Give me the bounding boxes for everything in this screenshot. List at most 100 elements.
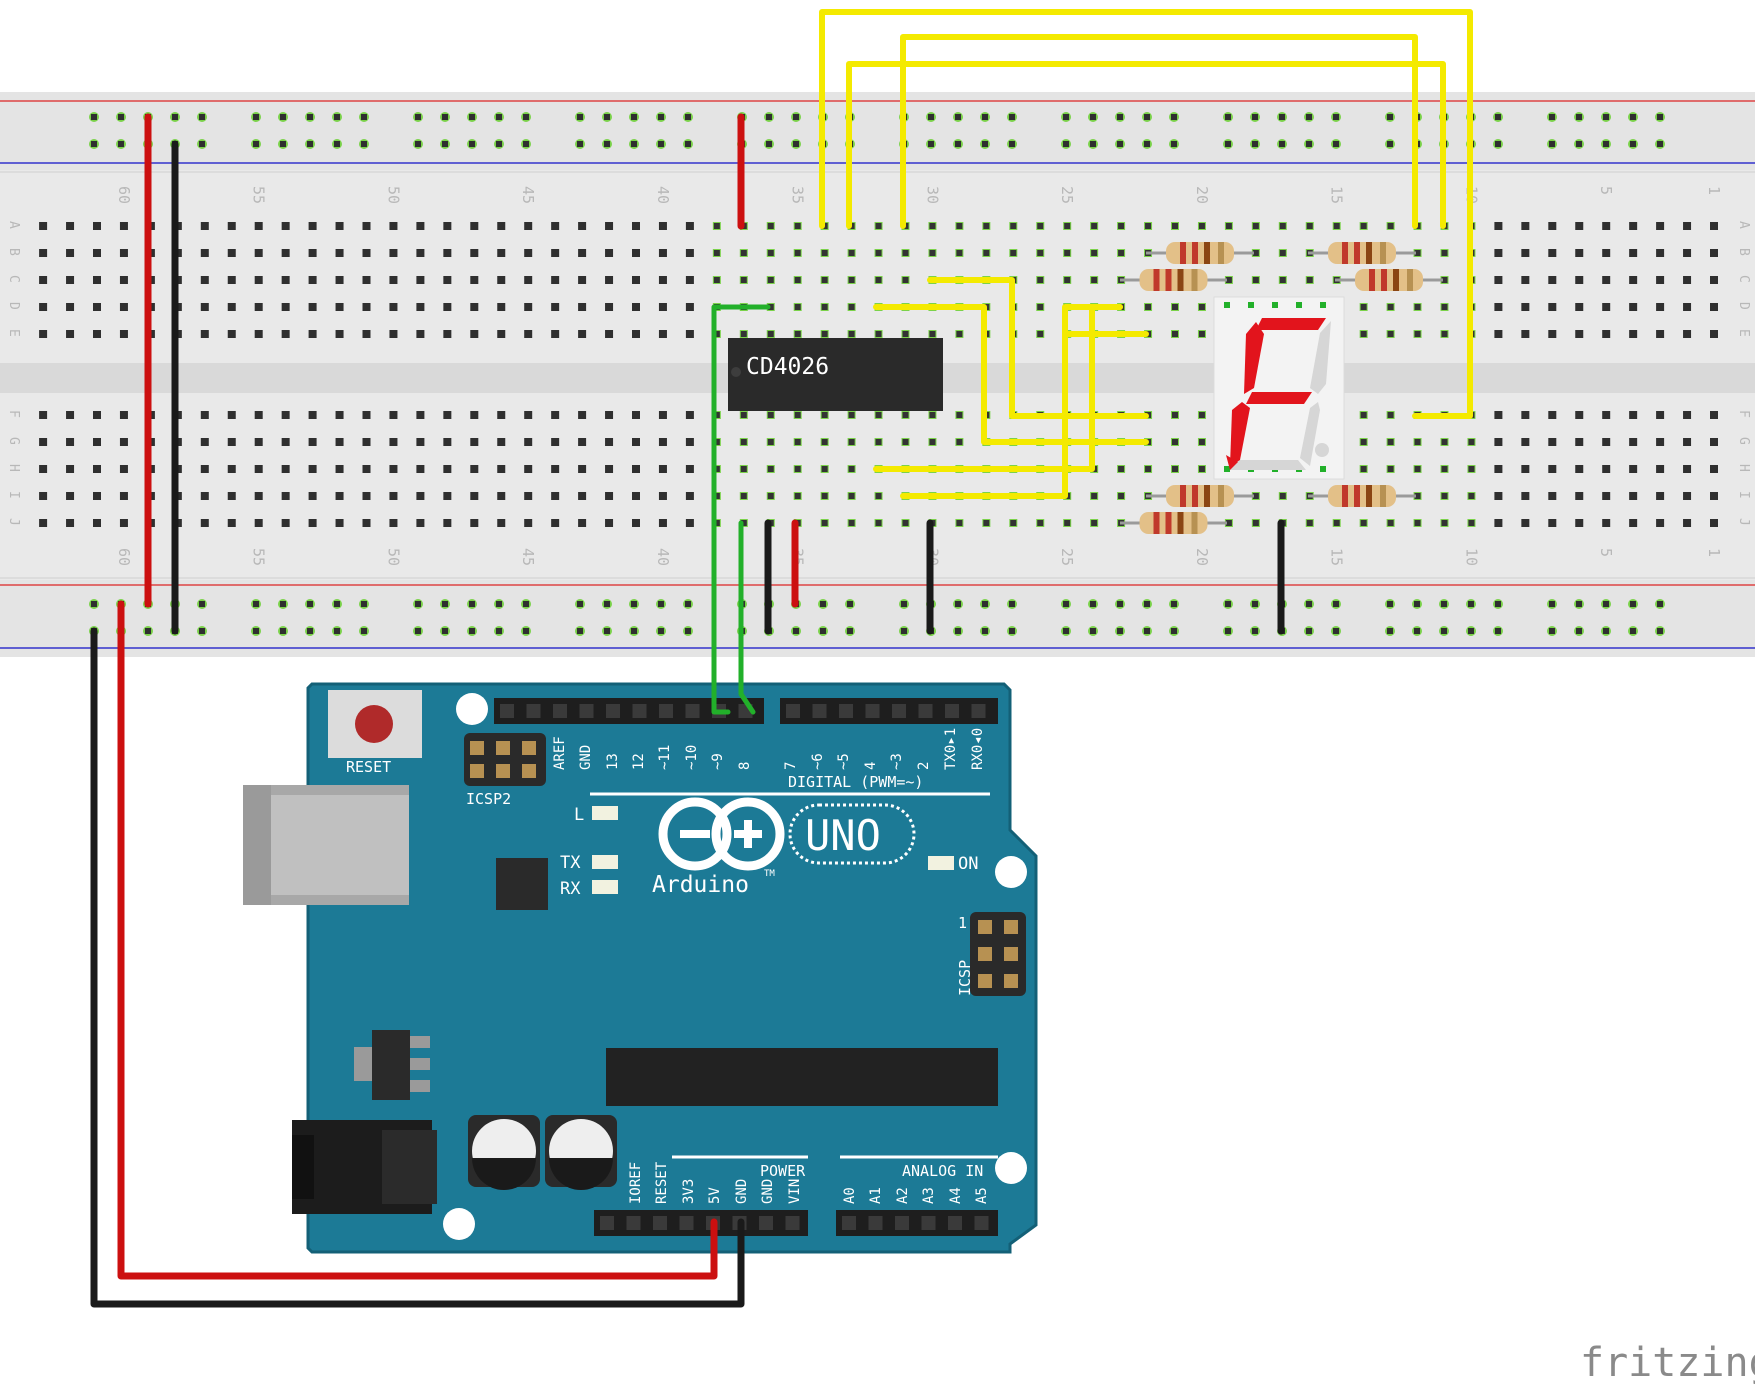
breadboard-hole-core: [1172, 439, 1178, 445]
resistor[interactable]: [1328, 485, 1396, 507]
wire-yellow[interactable]: [900, 304, 1123, 499]
breadboard-hole: [1494, 492, 1503, 500]
resistor-band: [1153, 512, 1160, 534]
breadboard-hole: [227, 222, 236, 230]
breadboard-hole: [551, 438, 560, 446]
breadboard-hole: [1575, 222, 1584, 230]
breadboard-hole-core: [983, 223, 990, 229]
wire-green[interactable]: [738, 520, 756, 715]
breadboard-hole: [497, 519, 506, 527]
breadboard-hole: [1710, 330, 1718, 338]
digital-pin-label: 7: [783, 762, 799, 770]
breadboard-hole-core: [1172, 304, 1178, 310]
resistor[interactable]: [1355, 269, 1423, 291]
breadboard-hole: [119, 330, 128, 338]
led-l-label: L: [574, 805, 584, 825]
power-label: POWER: [760, 1162, 806, 1180]
rail-hole-core: [307, 114, 313, 120]
wire-black-gnd[interactable]: [90, 627, 745, 1308]
resistor-band: [1204, 485, 1210, 507]
breadboard-hole: [39, 249, 48, 257]
rail-hole-core: [1495, 114, 1501, 120]
rail-hole-core: [199, 141, 205, 147]
rail-hole-core: [1387, 601, 1393, 607]
rail-hole-core: [1495, 628, 1501, 634]
rail-hole-core: [307, 628, 313, 634]
breadboard-hole-core: [1037, 304, 1044, 310]
resistor[interactable]: [1166, 485, 1234, 507]
rail-hole-core: [496, 628, 502, 634]
breadboard-hole: [685, 222, 694, 230]
led-on-label: ON: [958, 854, 978, 874]
column-label: 5: [1597, 186, 1615, 195]
breadboard-hole-core: [1441, 466, 1448, 472]
wire-yellow[interactable]: [927, 277, 1149, 419]
breadboard-hole: [416, 276, 425, 284]
breadboard-hole: [551, 249, 560, 257]
breadboard-hole: [227, 465, 236, 473]
rail-hole-core: [1603, 141, 1609, 147]
breadboard-hole: [39, 492, 48, 500]
resistor[interactable]: [1139, 512, 1208, 534]
breadboard-hole: [1683, 249, 1692, 257]
breadboard-hole: [578, 519, 587, 527]
breadboard-hole-core: [1306, 520, 1313, 526]
resistor[interactable]: [1328, 242, 1396, 264]
rail-hole-core: [631, 114, 637, 120]
header-pin: [868, 1216, 883, 1230]
breadboard-hole-core: [848, 412, 855, 418]
cd4026-chip[interactable]: CD4026: [728, 338, 943, 411]
segment-dp: [1315, 443, 1329, 457]
wire-red-5v[interactable]: [117, 600, 718, 1280]
breadboard-hole-core: [1037, 520, 1044, 526]
row-label: D: [1736, 302, 1751, 310]
breadboard-hole-core: [875, 250, 882, 256]
resistor[interactable]: [1139, 269, 1208, 291]
breadboard-hole: [308, 249, 317, 257]
breadboard-hole-core: [875, 331, 882, 337]
breadboard-hole: [389, 411, 398, 419]
breadboard-hole: [1602, 303, 1611, 311]
row-label: I: [1736, 491, 1751, 499]
breadboard-hole: [1629, 276, 1638, 284]
breadboard-hole: [1602, 330, 1611, 338]
reset-label: RESET: [346, 758, 391, 776]
rail-hole-core: [1306, 601, 1312, 607]
wire-yellow[interactable]: [900, 34, 1418, 229]
breadboard-hole: [632, 330, 640, 338]
breadboard-hole: [254, 330, 263, 338]
rail-hole-core: [91, 114, 97, 120]
resistor-band: [1393, 269, 1399, 291]
breadboard-hole-core: [1198, 223, 1205, 229]
breadboard-hole: [551, 519, 560, 527]
seven-segment-display[interactable]: [1213, 296, 1345, 480]
breadboard-hole-core: [1091, 277, 1098, 283]
wire-yellow[interactable]: [873, 304, 1121, 445]
wire-green[interactable]: [711, 304, 771, 715]
breadboard-hole-core: [1279, 223, 1286, 229]
breadboard-hole-core: [929, 439, 936, 445]
breadboard-hole: [524, 465, 533, 473]
wire-yellow[interactable]: [846, 61, 1446, 229]
resistor[interactable]: [1166, 242, 1234, 264]
breadboard-hole: [1710, 519, 1718, 527]
rail-hole-core: [955, 628, 961, 634]
breadboard-hole: [119, 438, 128, 446]
breadboard-hole: [308, 465, 317, 473]
rail-hole-core: [685, 141, 691, 147]
breadboard-hole-core: [1010, 250, 1017, 256]
breadboard-hole-core: [1414, 493, 1421, 499]
wire-yellow[interactable]: [819, 9, 1473, 419]
breadboard-hole: [416, 411, 425, 419]
breadboard-hole: [200, 465, 209, 473]
breadboard-hole: [66, 438, 75, 446]
power-pin-label: GND: [734, 1179, 750, 1204]
reset-button[interactable]: [355, 705, 393, 743]
chip-body: [728, 338, 943, 411]
breadboard-hole: [632, 249, 640, 257]
breadboard-hole: [39, 330, 48, 338]
breadboard-hole-core: [1360, 304, 1367, 310]
breadboard-hole: [605, 465, 614, 473]
